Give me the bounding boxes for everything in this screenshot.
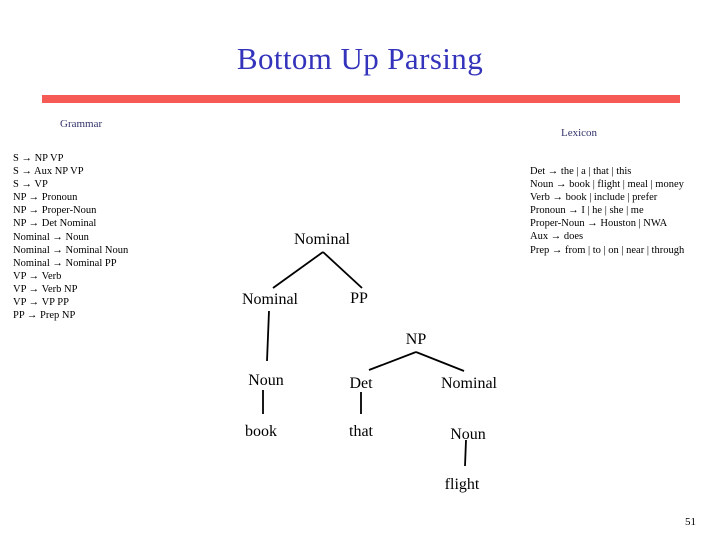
tree-edge xyxy=(322,251,363,289)
lexicon-rule: Noun → book | flight | meal | money xyxy=(530,179,684,191)
tree-node-nominal-left: Nominal xyxy=(242,291,298,308)
grammar-rule: S → VP xyxy=(13,179,48,191)
lexicon-rule: Proper-Noun → Houston | NWA xyxy=(530,218,668,230)
lexicon-rule: Pronoun → I | he | she | me xyxy=(530,205,644,217)
grammar-rule: VP → Verb NP xyxy=(13,283,78,295)
tree-node-nominal-right: Nominal xyxy=(441,375,497,392)
grammar-caption: Grammar xyxy=(60,118,103,130)
title-divider-bar xyxy=(42,95,680,103)
lexicon-rule: Prep → from | to | on | near | through xyxy=(530,244,685,256)
tree-node-noun-right: Noun xyxy=(450,426,486,443)
tree-node-flight: flight xyxy=(444,476,480,493)
lexicon-caption: Lexicon xyxy=(561,127,598,139)
tree-edge xyxy=(266,310,270,362)
tree-node-np: NP xyxy=(405,331,427,348)
grammar-rule: VP → VP PP xyxy=(13,297,69,309)
lexicon-rule: Verb → book | include | prefer xyxy=(530,192,658,204)
grammar-rule: Nominal → Noun xyxy=(13,231,89,243)
grammar-rule: NP → Pronoun xyxy=(13,192,78,204)
grammar-rule: Nominal → Nominal Noun xyxy=(13,244,129,256)
grammar-rule: S → NP VP xyxy=(13,153,64,164)
grammar-rule: Nominal → Nominal PP xyxy=(13,257,117,269)
grammar-rule: VP → Verb xyxy=(13,270,62,282)
grammar-rule: NP → Proper-Noun xyxy=(13,205,97,217)
tree-edge xyxy=(368,351,417,371)
tree-node-pp: PP xyxy=(350,290,368,307)
page-title: Bottom Up Parsing xyxy=(236,41,484,76)
lexicon-rule: Det → the | a | that | this xyxy=(530,166,632,177)
lexicon-rule: Aux → does xyxy=(530,231,584,243)
page-number: 51 xyxy=(685,516,696,528)
tree-edge xyxy=(272,251,324,289)
tree-node-book: book xyxy=(245,423,277,440)
tree-node-that: that xyxy=(349,423,373,440)
tree-edge xyxy=(415,351,465,372)
grammar-rule: S → Aux NP VP xyxy=(13,166,84,178)
tree-node-det: Det xyxy=(349,375,373,392)
grammar-rule: PP → Prep NP xyxy=(13,310,76,322)
grammar-rule: NP → Det Nominal xyxy=(13,218,97,230)
tree-node-noun-left: Noun xyxy=(248,372,284,389)
tree-node-nominal-root: Nominal xyxy=(294,231,350,248)
